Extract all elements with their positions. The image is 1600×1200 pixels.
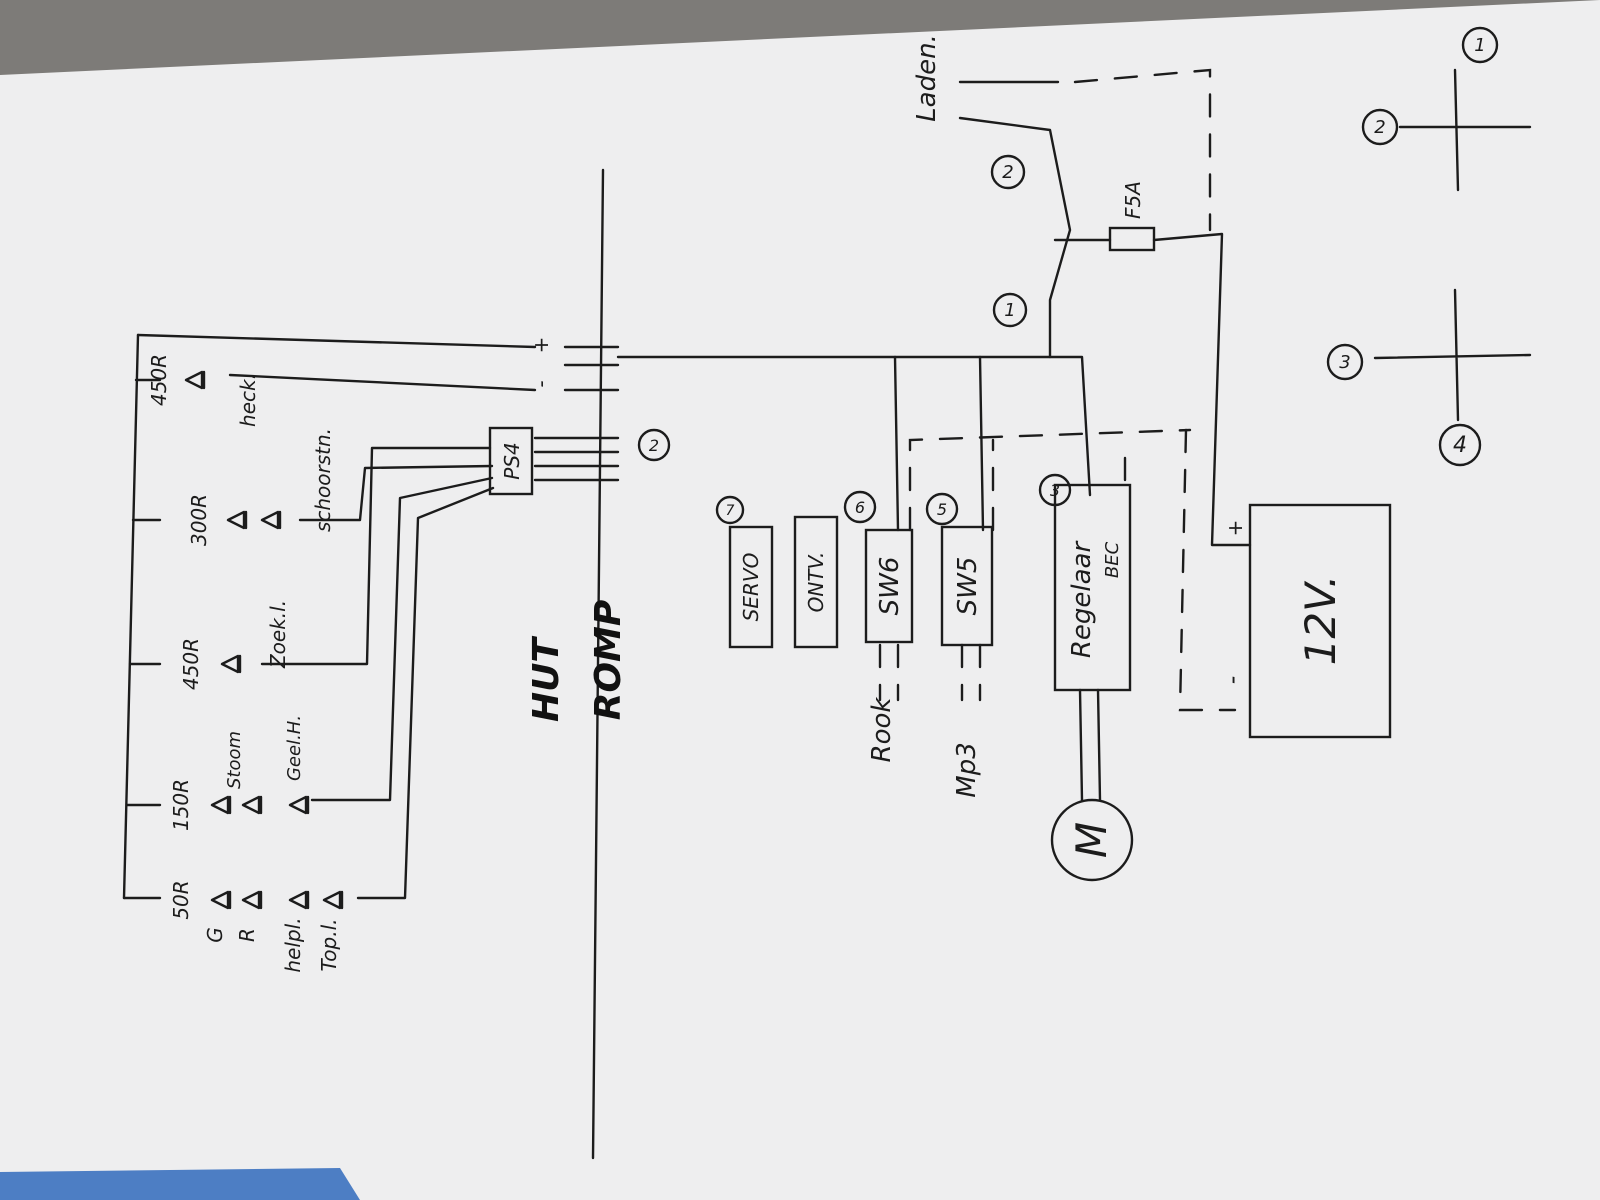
sw6-signal-dashed — [908, 428, 1192, 532]
battery-label: 12V. — [1296, 575, 1345, 666]
wire-zoeklicht — [260, 446, 492, 666]
junction-marker-3: 3 — [1339, 352, 1350, 373]
romp-label: ROMP — [588, 600, 629, 721]
hut-label: HUT — [526, 636, 567, 722]
sw5-supply — [978, 355, 985, 532]
zoeklicht-label: Zoek.l. — [266, 600, 290, 669]
ps4-connector-marker: 2 — [649, 436, 659, 455]
connector-symbol-1-2 — [1398, 68, 1532, 192]
battery-box — [1248, 503, 1392, 739]
regelaar-marker: 3 — [1050, 481, 1060, 500]
negative-dashed-lead — [1178, 428, 1237, 712]
heck-label: heck. — [236, 373, 260, 427]
wire-stoom-geel — [310, 476, 494, 802]
top-plus-wire — [136, 333, 537, 349]
switch-marker-1: 1 — [1004, 300, 1015, 321]
stoom-label: Stoom — [224, 731, 245, 789]
sw6-marker: 6 — [855, 498, 865, 517]
ontv-box — [793, 515, 839, 649]
sw6-supply — [893, 355, 900, 532]
rook-leads — [878, 643, 900, 702]
sw5-marker: 5 — [937, 500, 947, 519]
bec-label: BEC — [1102, 541, 1123, 578]
divider-crossing-wires — [563, 345, 620, 392]
r450b-label: 450R — [147, 354, 171, 406]
r50-label: 50R — [169, 880, 193, 919]
r150-label: 150R — [169, 779, 193, 831]
switch-marker-2: 2 — [1002, 162, 1013, 183]
mp3-label: Mp3 — [952, 742, 982, 797]
ps4-box — [488, 426, 534, 496]
motor-circle — [1050, 798, 1134, 882]
motor-leads — [1078, 688, 1102, 802]
geel-label: Geel.H. — [284, 715, 305, 781]
helpl-label: helpl. — [281, 917, 305, 972]
diode-symbols — [184, 370, 344, 910]
heck-wire — [228, 373, 537, 392]
sw6-label: SW6 — [875, 557, 905, 616]
battery-minus-label: - — [1218, 676, 1246, 685]
junction-marker-2: 2 — [1374, 117, 1385, 138]
sw6-box — [864, 528, 914, 644]
r300-label: 300R — [187, 494, 211, 546]
fuse-to-battery-plus — [1152, 232, 1252, 547]
wire-top-light — [356, 486, 495, 900]
fuse-label: F5A — [1121, 181, 1145, 219]
rook-label: Rook — [867, 697, 897, 763]
hut-romp-divider-line — [591, 168, 605, 1160]
ps4-label: PS4 — [500, 442, 524, 479]
junction-marker-4: 4 — [1453, 433, 1467, 458]
main-power-bus — [616, 355, 1092, 497]
battery-plus-label: + — [1223, 520, 1247, 537]
numbered-markers — [637, 26, 1499, 526]
junction-marker-1: 1 — [1474, 35, 1485, 56]
ps4-connector-wires — [533, 436, 620, 482]
mp3-leads — [960, 643, 982, 702]
sw5-box — [940, 525, 994, 647]
connector-symbol-3-4 — [1373, 288, 1532, 422]
regelaar-label: Regelaar — [1067, 540, 1097, 659]
wire-schoorsteen — [298, 464, 494, 522]
top-minus-label: - — [529, 380, 553, 387]
text-labels: HUT ROMP PS4 SERVO ONTV. SW6 SW5 Regelaa… — [147, 34, 1486, 972]
topl-label: Top.l. — [317, 919, 341, 972]
top-plus-label: + — [529, 337, 553, 354]
motor-label: M — [1067, 822, 1116, 858]
laden-label: Laden. — [912, 34, 942, 122]
sw5-label: SW5 — [953, 557, 983, 616]
ontv-label: ONTV. — [804, 552, 828, 613]
servo-label: SERVO — [739, 553, 763, 622]
r-label: R — [235, 928, 259, 942]
r450-label: 450R — [179, 638, 203, 690]
servo-box — [728, 525, 774, 649]
servo-marker: 7 — [726, 503, 735, 519]
blue-corner — [0, 1168, 360, 1200]
regelaar-box — [1053, 483, 1132, 692]
schoorsteen-label: schoorstn. — [311, 428, 335, 532]
switch-1-2-wire — [958, 116, 1072, 359]
g-label: G — [203, 927, 227, 943]
charge-dashed-wire — [1073, 68, 1212, 232]
